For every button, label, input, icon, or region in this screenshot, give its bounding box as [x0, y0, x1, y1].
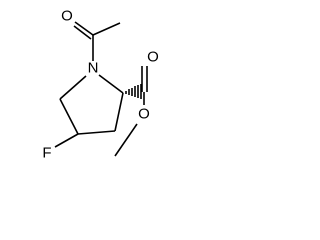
bond-c4-c3: [77, 130, 116, 135]
ester-carbonyl-oxygen-label: O: [147, 49, 159, 66]
nitrogen-label: N: [88, 60, 99, 77]
acetyl-oxygen-label: O: [61, 8, 73, 25]
bond-c3-c2: [114, 92, 124, 132]
bond-c4-fluorine: [54, 133, 79, 148]
bond-ester-methyl: [114, 123, 138, 157]
bond-c5-c4: [59, 98, 79, 135]
ester-oxygen-label: O: [138, 106, 150, 123]
bond-acetyl-carbonyl: [74, 21, 94, 36]
bond-n-c2: [98, 74, 124, 94]
bond-n-c5: [59, 75, 87, 100]
bond-acetyl-methyl: [92, 22, 121, 36]
hashed-wedge-bond: [125, 84, 142, 99]
fluorine-label: F: [42, 145, 51, 162]
molecule-structure: N O O O F: [42, 8, 159, 162]
bond-acetyl-carbonyl-double: [73, 25, 92, 40]
